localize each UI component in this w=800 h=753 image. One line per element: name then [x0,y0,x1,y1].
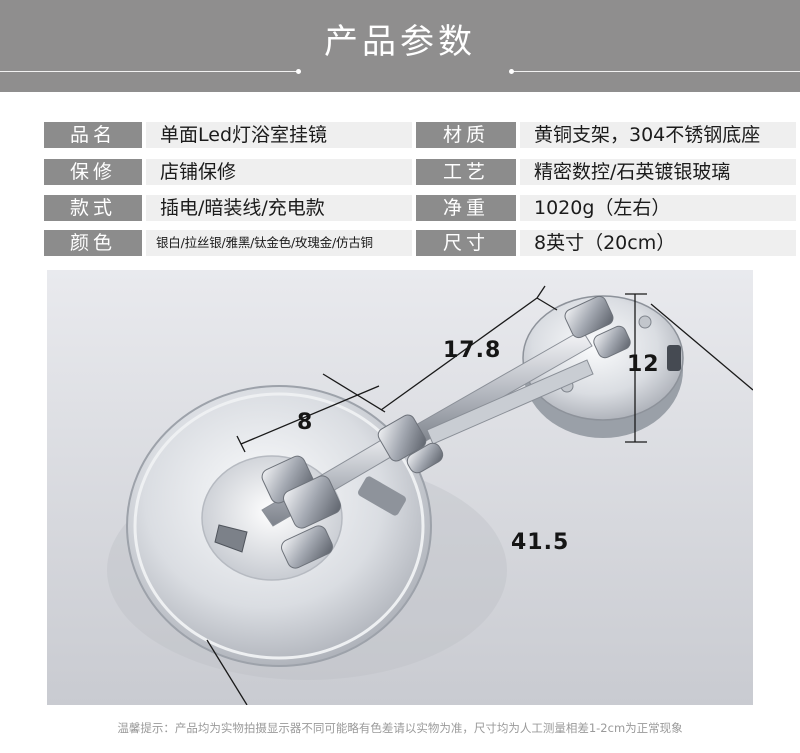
spec-value: 8英寸（20cm） [520,230,796,256]
spec-label: 尺寸 [416,230,516,256]
product-photo: 8 17.8 12 41.5 [47,270,753,705]
spec-value: 插电/暗装线/充电款 [146,195,412,221]
spec-label: 材质 [416,122,516,148]
dimension-lines [206,285,753,705]
spec-label: 颜色 [44,230,142,256]
spec-row: 款式 插电/暗装线/充电款 净重 1020g（左右） [44,195,796,221]
wall-base [522,295,684,438]
banner-divider-right [511,71,800,72]
switch-icon [667,345,681,371]
spec-value: 单面Led灯浴室挂镜 [146,122,412,148]
spec-label: 保修 [44,159,142,185]
spec-row: 品名 单面Led灯浴室挂镜 材质 黄铜支架，304不锈钢底座 [44,122,796,148]
lever-handle [214,524,248,553]
spec-value: 1020g（左右） [520,195,796,221]
spec-value: 黄铜支架，304不锈钢底座 [520,122,796,148]
spec-label: 净重 [416,195,516,221]
spec-label: 品名 [44,122,142,148]
banner-divider-left [0,71,298,72]
spec-value: 店铺保修 [146,159,412,185]
swing-arm [261,329,594,527]
banner-dot-right [509,69,514,74]
spec-label: 工艺 [416,159,516,185]
dimension-total-label: 41.5 [511,530,570,555]
dimension-arm-label: 17.8 [443,338,502,363]
spec-value: 银白/拉丝银/雅黑/钛金色/玫瑰金/仿古铜 [146,230,412,256]
footnote-disclaimer: 温馨提示：产品均为实物拍摄显示器不同可能略有色差请以实物为准，尺寸均为人工测量相… [117,721,683,735]
header-banner: 产品参数 [0,0,800,92]
spec-label: 款式 [44,195,142,221]
banner-dot-left [296,69,301,74]
dimension-mirror-label: 8 [297,410,314,435]
dimension-base-label: 12 [627,352,660,377]
spec-row: 颜色 银白/拉丝银/雅黑/钛金色/玫瑰金/仿古铜 尺寸 8英寸（20cm） [44,230,796,256]
product-illustration [47,270,753,705]
page-title: 产品参数 [324,22,476,62]
spec-value: 精密数控/石英镀银玻璃 [520,159,796,185]
spec-row: 保修 店铺保修 工艺 精密数控/石英镀银玻璃 [44,159,796,185]
arm-joints [214,295,631,569]
